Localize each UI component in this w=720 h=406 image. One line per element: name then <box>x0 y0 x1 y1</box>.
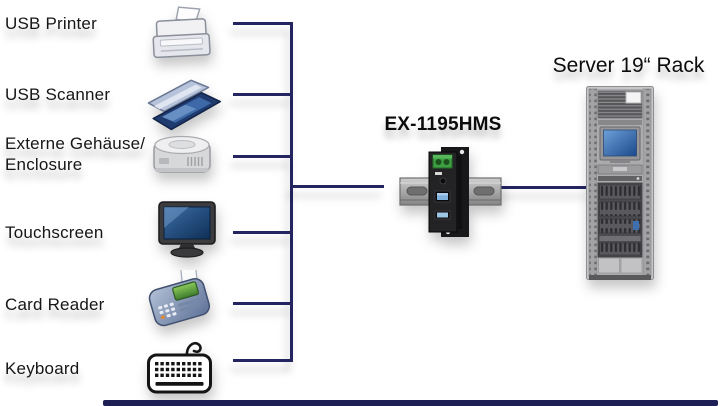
connector-usb-scanner <box>233 93 292 96</box>
label-keyboard: Keyboard <box>5 359 80 378</box>
connector-usb-printer <box>233 22 292 25</box>
printer-icon <box>152 6 211 59</box>
connector-touchscreen <box>233 231 292 234</box>
label-usb-scanner: USB Scanner <box>5 85 111 104</box>
server-rack-icon <box>586 86 654 280</box>
label-card-reader: Card Reader <box>5 295 105 314</box>
din-rail-hub-icon <box>399 147 502 237</box>
keyboard-icon <box>147 341 212 394</box>
scanner-icon <box>147 79 222 131</box>
label-usb-printer: USB Printer <box>5 14 97 33</box>
card-reader-icon <box>148 270 211 327</box>
label-touchscreen: Touchscreen <box>5 223 104 242</box>
footer-bar <box>103 400 718 406</box>
label-external-enclosure: Externe Gehäuse/ Enclosure <box>5 134 146 174</box>
bus-line <box>290 22 293 362</box>
connector-card-reader <box>233 302 292 305</box>
connector-hub-to-server <box>500 186 590 189</box>
connector-keyboard <box>233 359 292 362</box>
server-title: Server 19“ Rack <box>552 54 705 77</box>
hub-title: EX-1195HMS <box>384 114 502 135</box>
touchscreen-icon <box>158 201 216 258</box>
external-enclosure-icon <box>153 135 211 173</box>
connector-bus-to-hub <box>290 185 384 188</box>
connector-external-enclosure <box>233 155 292 158</box>
